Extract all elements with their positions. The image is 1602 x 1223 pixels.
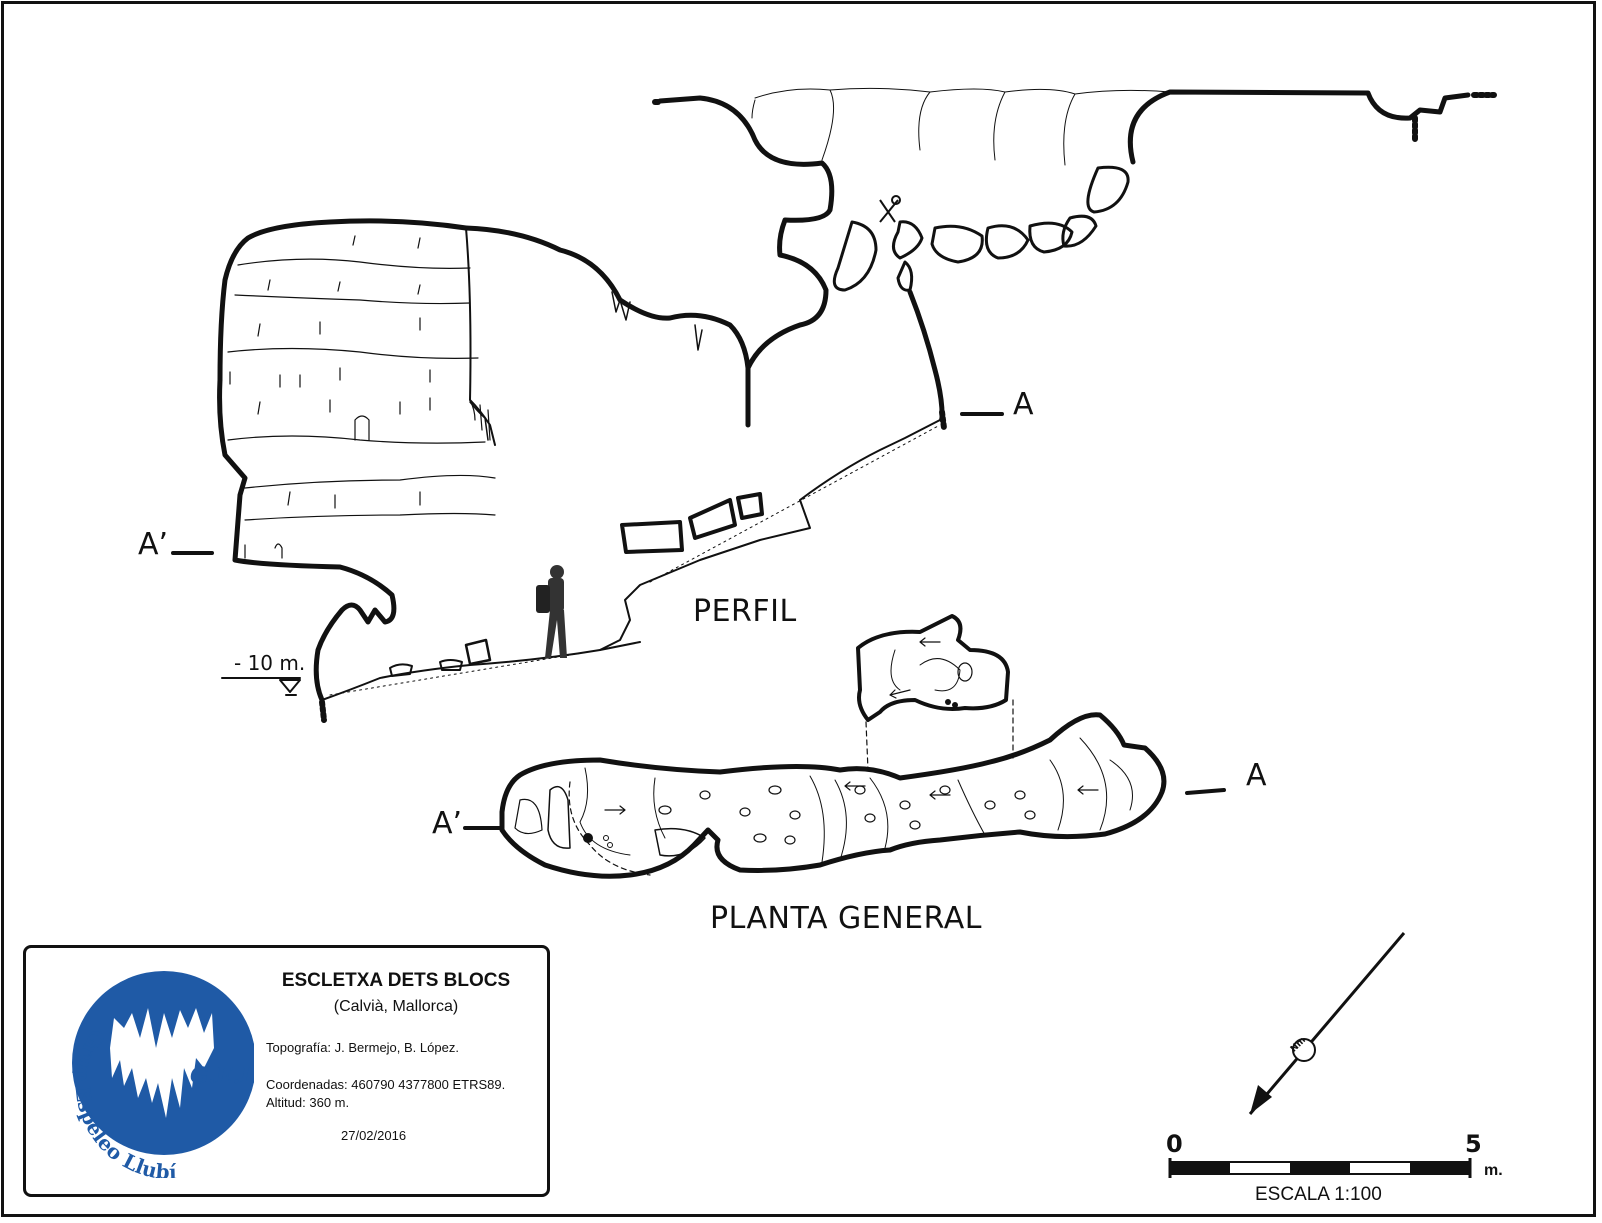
legend-box: G.E.LL. Grup Espeleo Llubí ESCLETXA DETS… bbox=[23, 945, 550, 1197]
plan-upper-chamber bbox=[856, 614, 1010, 722]
plan-label-a-prime: A’ bbox=[432, 806, 463, 841]
floor-block-2 bbox=[389, 663, 413, 677]
section-label-a: A bbox=[1013, 387, 1034, 422]
plan-arrows bbox=[604, 637, 1099, 815]
slope-hatching bbox=[649, 424, 941, 583]
scale-end: 5 bbox=[1465, 1130, 1482, 1158]
legend-altitude: Altitud: 360 m. bbox=[266, 1095, 350, 1110]
plan-dot-small-2 bbox=[607, 842, 613, 848]
plan-inner-loop bbox=[514, 798, 543, 835]
chockstone-8 bbox=[1086, 165, 1130, 214]
plan-blocks bbox=[658, 662, 1036, 845]
plan-hatched-area bbox=[654, 827, 706, 857]
plan-link-left bbox=[865, 721, 869, 771]
plan-title: PLANTA GENERAL bbox=[710, 901, 982, 936]
legend-date: 27/02/2016 bbox=[341, 1128, 407, 1143]
scale-bar bbox=[1168, 1158, 1472, 1178]
profile-floor bbox=[321, 641, 641, 701]
legend-topography: Topografía: J. Bermejo, B. López. bbox=[266, 1040, 459, 1055]
floor-block-3 bbox=[439, 659, 463, 671]
person-silhouette bbox=[536, 565, 567, 658]
shaft-background-lines bbox=[751, 87, 1171, 166]
stalactite-group-3 bbox=[469, 401, 489, 441]
club-logo: G.E.LL. Grup Espeleo Llubí bbox=[71, 971, 254, 1178]
floor-block-1 bbox=[464, 638, 492, 666]
plan-dot-small-1 bbox=[603, 835, 609, 841]
profile-chamber-left bbox=[463, 225, 751, 371]
profile-right-stub bbox=[939, 409, 947, 431]
depth-triangle bbox=[279, 679, 301, 693]
logo-abbr: G.E.LL. bbox=[190, 1063, 254, 1089]
legend-coordinates: Coordenadas: 460790 4377800 ETRS89. bbox=[266, 1077, 506, 1092]
profile-slope bbox=[599, 409, 943, 651]
surface-line bbox=[657, 95, 835, 428]
stalactite-group-2 bbox=[694, 324, 703, 351]
profile-shaft-right-wall bbox=[907, 289, 945, 423]
chockstone-7 bbox=[1061, 214, 1098, 248]
strata-lines bbox=[227, 258, 496, 521]
plan-label-a: A bbox=[1246, 758, 1267, 793]
profile-chamber-wall bbox=[217, 218, 469, 703]
chockstone-2 bbox=[892, 220, 924, 260]
plan-outline bbox=[499, 712, 1167, 879]
chockstone-5 bbox=[984, 224, 1030, 260]
floor-hatching bbox=[329, 649, 601, 696]
section-label-a-prime: A’ bbox=[138, 527, 169, 562]
section-line-a-plan bbox=[1185, 788, 1226, 795]
plan-dashed-route bbox=[568, 781, 651, 876]
legend-title: ESCLETXA DETS BLOCS bbox=[281, 970, 511, 991]
profile-title: PERFIL bbox=[693, 594, 797, 629]
mid-block-2 bbox=[688, 498, 737, 540]
scale-caption: ESCALA 1:100 bbox=[1255, 1184, 1382, 1205]
mid-block-1 bbox=[620, 520, 684, 554]
mid-block-3 bbox=[736, 492, 764, 520]
plan-contours bbox=[579, 649, 1133, 863]
plan-black-dot bbox=[583, 833, 593, 843]
surface-line-right bbox=[1127, 89, 1471, 165]
legend-location: (Calvià, Mallorca) bbox=[333, 998, 459, 1015]
scale-unit: m. bbox=[1484, 1162, 1503, 1179]
chockstone-1 bbox=[832, 220, 878, 292]
plan-black-dot-3 bbox=[952, 702, 958, 708]
chockstone-3 bbox=[896, 260, 914, 292]
strata-ticks bbox=[229, 235, 431, 559]
scale-start: 0 bbox=[1166, 1130, 1183, 1158]
depth-label: - 10 m. bbox=[234, 651, 306, 675]
north-arrow-icon bbox=[1248, 932, 1406, 1115]
plan-black-dot-2 bbox=[945, 699, 951, 705]
pick-icon bbox=[879, 195, 901, 223]
stalactite-group-1 bbox=[611, 291, 631, 321]
chockstone-4 bbox=[930, 224, 984, 264]
plan-hatched-pool bbox=[547, 785, 571, 849]
profile-floor-stub bbox=[319, 699, 327, 723]
